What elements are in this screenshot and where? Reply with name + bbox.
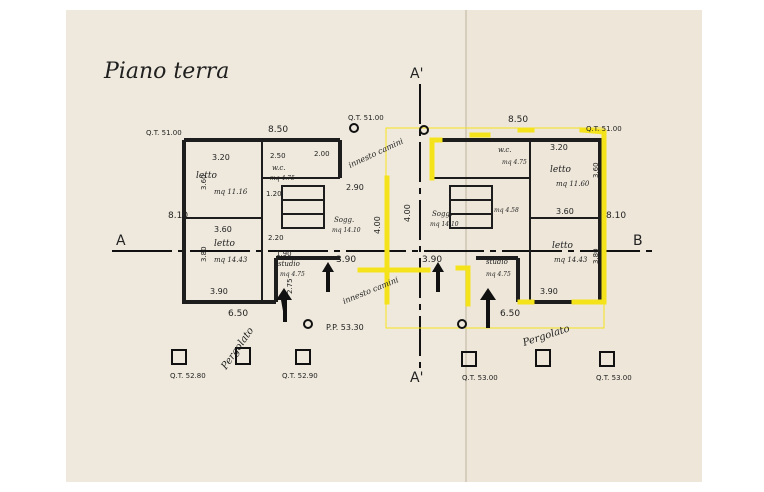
room-letto-top-left-area: mq 11.16 xyxy=(214,188,248,196)
highlight-walls xyxy=(357,127,607,307)
site-markers xyxy=(171,347,615,367)
left-unit-partitions xyxy=(184,140,340,302)
room-studio-right-area: mq 4.75 xyxy=(486,271,511,278)
elev-qt-br2: Q.T. 53.00 xyxy=(596,374,632,382)
dim-center-400-right: 4.00 xyxy=(403,204,412,222)
dim-275: 2.75 xyxy=(286,278,294,294)
section-label-top: A' xyxy=(410,66,423,82)
paper-right-page xyxy=(466,10,702,482)
dim-top-right: 8.50 xyxy=(508,115,528,125)
room-letto-mid-right-area: mq 14.43 xyxy=(554,256,588,264)
dim-290: 2.90 xyxy=(346,183,364,192)
dim-bottom-right: 6.50 xyxy=(500,309,520,319)
dim-380-vertical-right: 3.80 xyxy=(592,248,600,264)
room-letto-mid-right: letto xyxy=(552,241,573,251)
dim-right-depth: 8.10 xyxy=(606,211,626,221)
room-letto-top-left: letto xyxy=(196,171,217,181)
column-markers xyxy=(303,123,467,329)
elev-qt-bl2: Q.T. 52.90 xyxy=(282,372,318,380)
elev-qt-br1: Q.T. 53.00 xyxy=(462,374,498,382)
plan-title: Piano terra xyxy=(103,59,229,84)
dim-room-320-left: 3.20 xyxy=(212,153,230,162)
dim-room-390-right: 3.90 xyxy=(540,287,558,296)
room-studio-right: studio xyxy=(486,258,508,266)
dim-220: 2.20 xyxy=(268,234,284,242)
room-studio-left-area: mq 4.75 xyxy=(280,271,305,278)
room-soggiorno-left: Sogg. xyxy=(334,216,354,224)
room-soggiorno-right-area: mq 14.10 xyxy=(430,221,459,228)
room-soggiorno-left-area: mq 14.10 xyxy=(332,227,361,234)
dim-center-390-right: 3.90 xyxy=(422,255,442,265)
dim-380-vertical: 3.80 xyxy=(200,246,208,262)
section-label-a: A xyxy=(116,233,126,249)
elev-qt-left-top: Q.T. 51.00 xyxy=(146,129,182,137)
elev-pp: P.P. 53.30 xyxy=(326,323,364,332)
elev-qt-right-top: Q.T. 51.00 xyxy=(586,125,622,133)
room-wc-left-area: mq 4.75 xyxy=(270,175,295,182)
dim-250: 2.50 xyxy=(270,152,286,160)
dim-room-320-right: 3.20 xyxy=(550,143,568,152)
dim-bottom-left: 6.50 xyxy=(228,309,248,319)
room-wc-right: w.c. xyxy=(498,146,512,154)
dim-200: 2.00 xyxy=(314,150,330,158)
dim-360-vertical-right: 3.60 xyxy=(592,162,600,178)
dim-120: 1.20 xyxy=(266,190,282,198)
dim-190: 1.90 xyxy=(276,250,292,258)
dim-center-400-left: 4.00 xyxy=(373,216,382,234)
dim-room-390-left: 3.90 xyxy=(210,287,228,296)
elev-qt-bl1: Q.T. 52.80 xyxy=(170,372,206,380)
room-wc-right-area: mq 4.75 xyxy=(502,159,527,166)
dim-left-depth: 8.10 xyxy=(168,211,188,221)
dim-center-390-left: 3.90 xyxy=(336,255,356,265)
room-letto-top-right-area: mq 11.60 xyxy=(556,180,590,188)
dim-top-left: 8.50 xyxy=(268,125,288,135)
right-unit-partitions xyxy=(432,140,600,302)
room-letto-top-right: letto xyxy=(550,165,571,175)
dim-360-vertical: 3.60 xyxy=(200,174,208,190)
room-studio-right-small: mq 4.58 xyxy=(494,207,519,214)
section-label-b: B xyxy=(633,233,643,249)
section-label-bottom: A' xyxy=(410,370,423,386)
section-arrows xyxy=(276,262,496,328)
room-letto-mid-left-area: mq 14.43 xyxy=(214,256,248,264)
dim-room-360-left: 3.60 xyxy=(214,225,232,234)
elev-qt-center-top: Q.T. 51.00 xyxy=(348,114,384,122)
room-soggiorno-right: Sogg. xyxy=(432,210,452,218)
room-wc-left: w.c. xyxy=(272,164,286,172)
dim-room-360-right: 3.60 xyxy=(556,207,574,216)
room-studio-left: studio xyxy=(278,260,300,268)
room-letto-mid-left: letto xyxy=(214,239,235,249)
